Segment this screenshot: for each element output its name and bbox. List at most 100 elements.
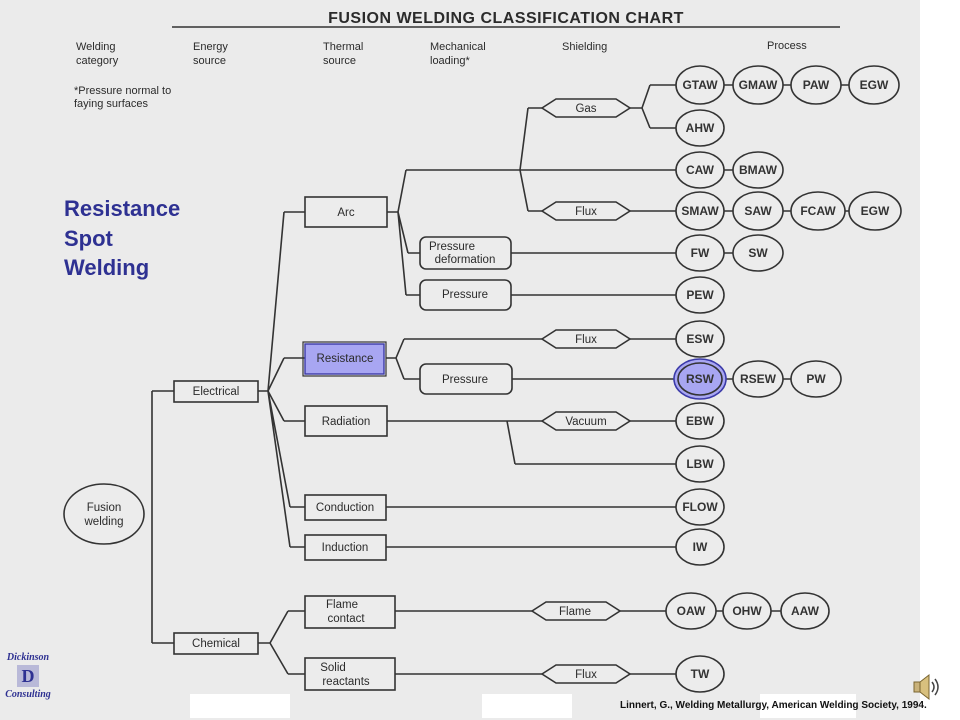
svg-text:Flux: Flux xyxy=(575,206,597,218)
process-rsw: RSW xyxy=(673,358,727,400)
svg-text:OAW: OAW xyxy=(677,604,706,618)
svg-text:FCAW: FCAW xyxy=(800,204,836,218)
company-logo: Dickinson D Consulting xyxy=(4,646,52,716)
process-saw: SAW xyxy=(732,191,784,231)
svg-text:ESW: ESW xyxy=(686,332,714,346)
annotation-line-2: Spot xyxy=(64,225,113,251)
footer-patch xyxy=(760,694,856,718)
svg-text:AAW: AAW xyxy=(791,604,820,618)
svg-text:GTAW: GTAW xyxy=(682,78,718,92)
svg-text:Flux: Flux xyxy=(575,669,597,681)
svg-text:Pressure: Pressure xyxy=(442,289,488,301)
node-resistance-pressure: Pressure xyxy=(419,363,513,395)
process-iw: IW xyxy=(675,528,725,566)
node-pressure-deformation: Pressure deformation xyxy=(419,236,512,270)
process-egw-flux: EGW xyxy=(848,191,902,231)
shield-vacuum: Vacuum xyxy=(540,411,632,431)
svg-text:EBW: EBW xyxy=(686,414,715,428)
process-sw: SW xyxy=(732,234,784,272)
svg-text:Gas: Gas xyxy=(575,103,596,115)
process-fw: FW xyxy=(675,234,725,272)
svg-text:Pressure: Pressure xyxy=(429,241,475,253)
shield-arc-flux: Flux xyxy=(540,201,632,221)
process-rsew: RSEW xyxy=(732,360,784,398)
svg-text:Chemical: Chemical xyxy=(192,638,240,650)
node-arc: Arc xyxy=(304,196,388,228)
svg-text:RSW: RSW xyxy=(686,372,715,386)
svg-text:welding: welding xyxy=(84,516,124,528)
node-solid-reactants: Solid reactants xyxy=(304,657,396,691)
logo-line-1: Dickinson xyxy=(6,652,50,663)
header-shielding: Shielding xyxy=(562,41,607,53)
svg-text:Flame: Flame xyxy=(326,599,358,611)
footnote-line-1: *Pressure normal to xyxy=(74,85,171,97)
process-oaw: OAW xyxy=(665,592,717,630)
node-resistance: Resistance xyxy=(302,341,387,377)
shield-chemical-flux: Flux xyxy=(540,664,632,684)
process-esw: ESW xyxy=(675,320,725,358)
svg-text:TW: TW xyxy=(691,667,710,681)
annotation-line-3: Welding xyxy=(64,255,150,280)
process-fcaw: FCAW xyxy=(790,191,846,231)
process-egw-gas: EGW xyxy=(848,65,900,105)
svg-text:GMAW: GMAW xyxy=(739,78,778,92)
annotation-line-1: Resistance xyxy=(64,196,181,221)
svg-text:SW: SW xyxy=(748,246,768,260)
svg-text:SMAW: SMAW xyxy=(681,204,719,218)
process-aaw: AAW xyxy=(780,592,830,630)
logo-line-3: Consulting xyxy=(5,689,51,700)
process-pw: PW xyxy=(790,360,842,398)
footer-patch xyxy=(482,694,572,718)
process-smaw: SMAW xyxy=(675,191,725,231)
process-paw: PAW xyxy=(790,65,842,105)
node-conduction: Conduction xyxy=(304,494,387,521)
header-energy-source-1: Energy xyxy=(193,41,228,53)
svg-text:reactants: reactants xyxy=(322,676,370,688)
highlight-annotation: Resistance Spot Welding xyxy=(64,194,180,283)
node-radiation: Radiation xyxy=(304,405,388,437)
header-welding-category-1: Welding xyxy=(76,41,116,53)
svg-text:contact: contact xyxy=(327,613,365,625)
process-flow: FLOW xyxy=(675,488,725,526)
svg-text:deformation: deformation xyxy=(435,254,496,266)
svg-text:Conduction: Conduction xyxy=(316,502,374,514)
svg-text:AHW: AHW xyxy=(686,121,715,135)
svg-text:FLOW: FLOW xyxy=(682,500,718,514)
node-induction: Induction xyxy=(304,534,387,561)
header-thermal-source-1: Thermal xyxy=(323,41,363,53)
process-pew: PEW xyxy=(675,276,725,314)
header-mechanical-loading-2: loading* xyxy=(430,55,470,67)
svg-text:LBW: LBW xyxy=(686,457,714,471)
process-tw: TW xyxy=(675,655,725,693)
svg-text:Resistance: Resistance xyxy=(317,353,374,365)
process-lbw: LBW xyxy=(675,445,725,483)
svg-text:BMAW: BMAW xyxy=(739,163,778,177)
process-bmaw: BMAW xyxy=(732,151,784,189)
shield-resistance-flux: Flux xyxy=(540,329,632,349)
svg-text:PEW: PEW xyxy=(686,288,714,302)
process-ebw: EBW xyxy=(675,402,725,440)
right-margin xyxy=(920,0,960,720)
svg-text:Solid: Solid xyxy=(320,662,346,674)
chart-title: FUSION WELDING CLASSIFICATION CHART xyxy=(328,10,684,27)
svg-text:RSEW: RSEW xyxy=(740,372,777,386)
svg-text:Electrical: Electrical xyxy=(193,386,240,398)
process-ohw: OHW xyxy=(722,592,772,630)
header-process: Process xyxy=(767,40,807,52)
logo-monogram: D xyxy=(17,665,39,687)
root-node: Fusion welding xyxy=(63,483,145,545)
svg-text:EGW: EGW xyxy=(860,78,889,92)
svg-text:Vacuum: Vacuum xyxy=(565,416,606,428)
speaker-icon[interactable] xyxy=(910,672,944,702)
svg-text:CAW: CAW xyxy=(686,163,715,177)
header-mechanical-loading-1: Mechanical xyxy=(430,41,486,53)
svg-text:Arc: Arc xyxy=(337,207,355,219)
node-arc-pressure: Pressure xyxy=(419,279,512,311)
svg-text:Flame: Flame xyxy=(559,606,591,618)
node-electrical: Electrical xyxy=(173,380,259,403)
svg-text:FW: FW xyxy=(691,246,710,260)
process-nodes: GTAW GMAW PAW EGW AHW CAW BMAW SMAW SAW … xyxy=(665,65,902,693)
shield-flame: Flame xyxy=(530,601,622,621)
process-gmaw: GMAW xyxy=(732,65,784,105)
classification-chart: FUSION WELDING CLASSIFICATION CHART Weld… xyxy=(63,10,902,693)
